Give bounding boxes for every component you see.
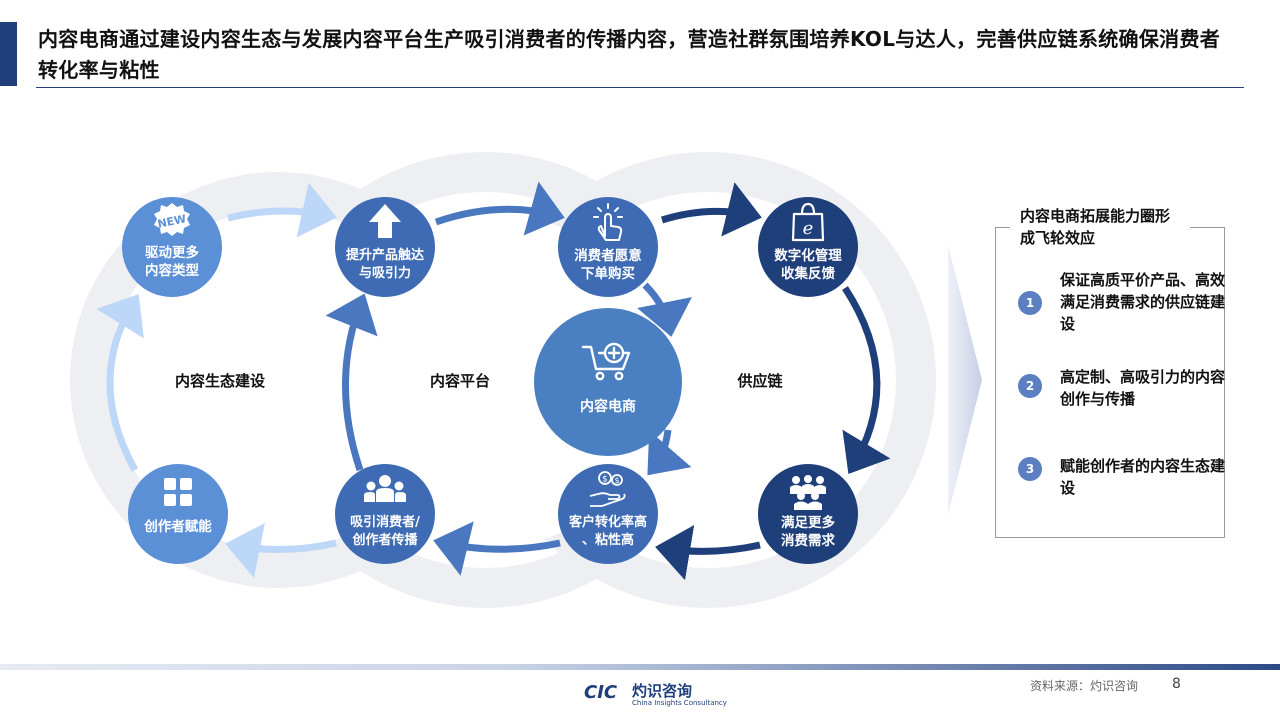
source-note: 资料来源：灼识咨询 bbox=[1030, 679, 1139, 693]
group-icon bbox=[364, 475, 406, 502]
svg-text:$: $ bbox=[602, 475, 608, 485]
node-n7 bbox=[335, 464, 435, 564]
node-n8 bbox=[128, 464, 228, 564]
new-badge-icon: NEW bbox=[154, 203, 190, 236]
money-hand-icon: $ $ bbox=[589, 471, 626, 507]
side-panel-title: 内容电商拓展能力圈形成飞轮效应 bbox=[1010, 205, 1190, 249]
side-item-1-text: 保证高质平价产品、高效满足消费需求的供应链建设 bbox=[1060, 271, 1226, 333]
arrow-n1-n2 bbox=[227, 182, 337, 238]
node-n2-label: 提升产品触达与吸引力 bbox=[345, 248, 424, 281]
node-n8-label: 创作者赋能 bbox=[144, 519, 212, 535]
center-node bbox=[534, 308, 682, 456]
node-n4 bbox=[758, 197, 858, 297]
title-accent-bar bbox=[0, 22, 17, 86]
arrow-n6-n7 bbox=[433, 521, 561, 576]
arrow-n3-n4 bbox=[660, 182, 762, 237]
arrow-n2-n3 bbox=[434, 181, 565, 236]
side-item-2-text: 高定制、高吸引力的内容创作与传播 bbox=[1060, 368, 1226, 408]
logo-chinese-name: 灼识咨询 bbox=[632, 682, 693, 700]
cart-plus-icon bbox=[581, 342, 631, 381]
arrow-n4-n5 bbox=[842, 286, 891, 474]
arrow-n7-n2 bbox=[325, 293, 378, 472]
cic-logo: CIC bbox=[584, 682, 618, 703]
node-n2 bbox=[335, 197, 435, 297]
arrow-n7-n8 bbox=[225, 523, 337, 578]
node-n1-label: 驱动更多内容类型 bbox=[145, 245, 199, 279]
node-n7-label: 吸引消费者/创作者传播 bbox=[350, 515, 420, 548]
side-item-2-number: 2 bbox=[1018, 374, 1042, 398]
node-n6-label: 客户转化率高、粘性高 bbox=[568, 515, 647, 548]
node-n5-label: 满足更多消费需求 bbox=[781, 515, 835, 549]
svg-text:e: e bbox=[803, 218, 814, 239]
chevron-arrow bbox=[948, 245, 982, 515]
side-item-3-number: 3 bbox=[1018, 457, 1042, 481]
svg-text:NEW: NEW bbox=[156, 212, 187, 231]
footer-band bbox=[0, 664, 1280, 670]
side-item-1-number: 1 bbox=[1018, 291, 1042, 315]
area-label-platform: 内容平台 bbox=[429, 372, 490, 390]
shopping-bag-e-icon: e bbox=[791, 202, 825, 242]
node-n1 bbox=[122, 197, 222, 297]
arrow-n3-center bbox=[637, 282, 692, 337]
area-label-ecosystem: 内容生态建设 bbox=[174, 372, 265, 390]
side-item-3-text: 赋能创作者的内容生态建设 bbox=[1060, 457, 1226, 497]
arrow-center-n6 bbox=[647, 429, 692, 476]
node-n5 bbox=[758, 464, 858, 564]
page-title: 内容电商通过建设内容生态与发展内容平台生产吸引消费者的传播内容，营造社群氛围培养… bbox=[38, 27, 1221, 82]
node-n3 bbox=[558, 197, 658, 297]
arrow-n5-n6 bbox=[655, 524, 761, 581]
arrow-n8-n1 bbox=[96, 294, 144, 472]
area-label-supply-chain: 供应链 bbox=[737, 372, 783, 390]
title-divider bbox=[36, 87, 1244, 88]
tap-hand-icon bbox=[593, 203, 623, 241]
crowd-icon bbox=[790, 475, 826, 510]
svg-text:$: $ bbox=[614, 476, 619, 485]
node-n6 bbox=[558, 464, 658, 564]
node-n3-label: 消费者愿意下单购买 bbox=[574, 248, 642, 282]
page-number: 8 bbox=[1172, 676, 1181, 692]
node-n4-label: 数字化管理收集反馈 bbox=[774, 248, 842, 282]
grid-icon bbox=[164, 478, 192, 506]
up-arrow-icon bbox=[369, 204, 401, 238]
center-label: 内容电商 bbox=[580, 399, 636, 415]
logo-english-name: China Insights Consultancy bbox=[632, 699, 727, 707]
